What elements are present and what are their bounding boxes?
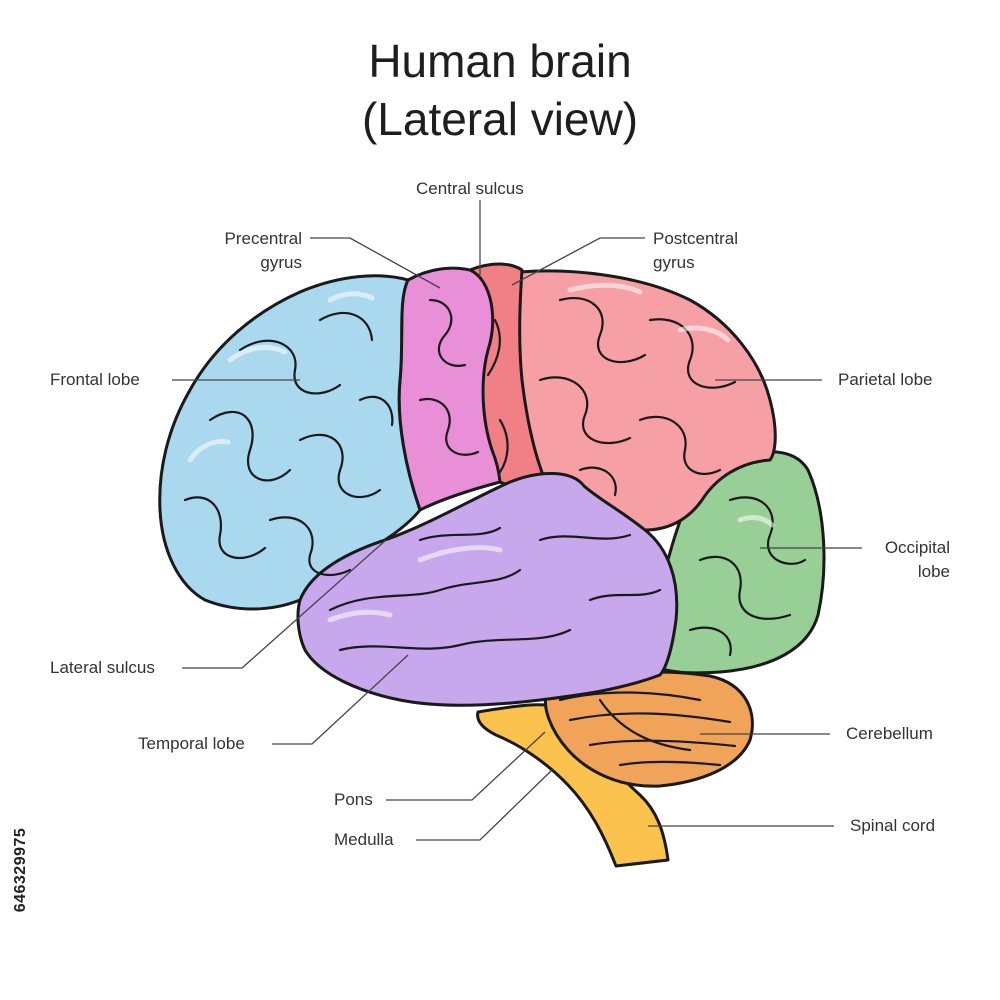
label-occipital-lobe: Occipital lobe bbox=[850, 536, 950, 584]
label-medulla: Medulla bbox=[334, 830, 394, 849]
label-postcentral-gyrus-line2: gyrus bbox=[653, 253, 695, 272]
label-postcentral-gyrus-line1: Postcentral bbox=[653, 229, 739, 248]
label-precentral-gyrus: Precentral gyrus bbox=[180, 227, 302, 275]
label-lateral-sulcus: Lateral sulcus bbox=[50, 658, 155, 677]
gyri-detail bbox=[183, 297, 807, 767]
label-precentral-gyrus-line2: gyrus bbox=[260, 253, 302, 272]
image-id-text: 646329975 bbox=[12, 827, 29, 913]
leader-postcentral-gyrus bbox=[511, 237, 645, 286]
leader-pons bbox=[386, 731, 546, 801]
label-frontal-lobe: Frontal lobe bbox=[50, 370, 140, 389]
label-pons: Pons bbox=[334, 790, 373, 809]
leader-lateral-sulcus bbox=[182, 539, 387, 669]
diagram-title: Human brain bbox=[368, 35, 632, 87]
frontal-lobe-region bbox=[158, 274, 422, 611]
leader-medulla bbox=[416, 769, 553, 841]
image-id-watermark: 646329975 bbox=[8, 765, 34, 975]
diagram-subtitle: (Lateral view) bbox=[361, 93, 639, 145]
label-temporal-lobe: Temporal lobe bbox=[138, 734, 245, 753]
highlights bbox=[187, 282, 775, 623]
label-occipital-lobe-line1: Occipital bbox=[884, 538, 950, 557]
label-central-sulcus: Central sulcus bbox=[416, 179, 524, 198]
leader-temporal-lobe bbox=[272, 654, 409, 745]
leader-precentral-gyrus bbox=[310, 237, 441, 289]
label-cerebellum: Cerebellum bbox=[846, 724, 933, 743]
leader-lines bbox=[172, 200, 862, 841]
label-precentral-gyrus-line1: Precentral bbox=[224, 229, 302, 248]
label-spinal-cord: Spinal cord bbox=[850, 816, 936, 835]
label-parietal-lobe: Parietal lobe bbox=[838, 370, 933, 389]
label-postcentral-gyrus: Postcentral gyrus bbox=[653, 227, 738, 275]
label-occipital-lobe-line2: lobe bbox=[917, 562, 950, 581]
